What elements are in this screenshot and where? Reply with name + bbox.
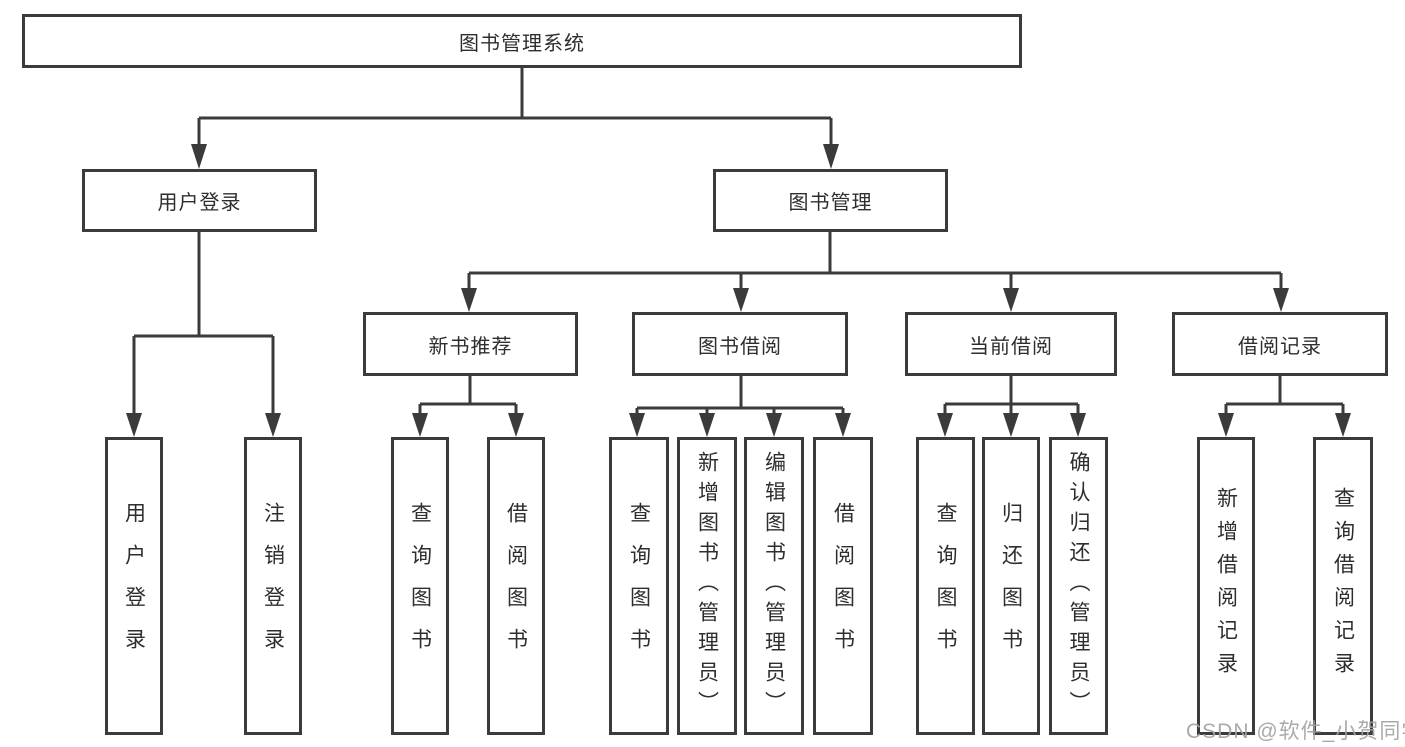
leaf-return-books-label: 归还图书 bbox=[999, 502, 1023, 670]
leaf-query-books-borrowing-label: 查询图书 bbox=[627, 502, 651, 670]
leaf-borrow-books-borrowing: 借阅图书 bbox=[813, 437, 873, 735]
leaf-return-books: 归还图书 bbox=[982, 437, 1040, 735]
node-book-borrowing: 图书借阅 bbox=[632, 312, 848, 376]
node-new-book-recommend: 新书推荐 bbox=[363, 312, 578, 376]
leaf-edit-book-admin: 编辑图书（管理员） bbox=[744, 437, 804, 735]
leaf-add-borrow-record: 新增借阅记录 bbox=[1197, 437, 1255, 735]
node-book-management-label: 图书管理 bbox=[788, 192, 873, 214]
leaf-user-login: 用户登录 bbox=[105, 437, 163, 735]
connector-arrowheads bbox=[126, 144, 1351, 437]
node-user-login: 用户登录 bbox=[82, 169, 317, 232]
leaf-query-books-current: 查询图书 bbox=[916, 437, 975, 735]
node-borrowing-records: 借阅记录 bbox=[1172, 312, 1388, 376]
leaf-confirm-return-admin-label: 确认归还（管理员） bbox=[1067, 451, 1090, 721]
node-current-borrowing-label: 当前借阅 bbox=[969, 335, 1053, 358]
leaf-confirm-return-admin: 确认归还（管理员） bbox=[1049, 437, 1108, 735]
leaf-query-books-borrowing: 查询图书 bbox=[609, 437, 669, 735]
leaf-query-books-recommend: 查询图书 bbox=[391, 437, 449, 735]
leaf-query-books-current-label: 查询图书 bbox=[934, 502, 957, 670]
node-root-label: 图书管理系统 bbox=[459, 32, 585, 55]
leaf-user-login-label: 用户登录 bbox=[122, 502, 146, 670]
leaf-add-borrow-record-label: 新增借阅记录 bbox=[1214, 487, 1238, 685]
leaf-add-book-admin-label: 新增图书（管理员） bbox=[695, 451, 719, 721]
leaf-borrow-books-borrowing-label: 借阅图书 bbox=[831, 502, 855, 670]
node-book-management: 图书管理 bbox=[713, 169, 948, 232]
leaf-logout: 注销登录 bbox=[244, 437, 302, 735]
leaf-borrow-books-recommend: 借阅图书 bbox=[487, 437, 545, 735]
leaf-add-book-admin: 新增图书（管理员） bbox=[677, 437, 737, 735]
node-borrowing-records-label: 借阅记录 bbox=[1238, 335, 1322, 358]
leaf-edit-book-admin-label: 编辑图书（管理员） bbox=[762, 451, 786, 721]
leaf-query-borrow-record-label: 查询借阅记录 bbox=[1331, 487, 1355, 685]
node-new-book-recommend-label: 新书推荐 bbox=[428, 335, 513, 358]
leaf-borrow-books-recommend-label: 借阅图书 bbox=[504, 502, 528, 670]
leaf-query-borrow-record: 查询借阅记录 bbox=[1313, 437, 1373, 735]
node-root: 图书管理系统 bbox=[22, 14, 1022, 68]
node-current-borrowing: 当前借阅 bbox=[905, 312, 1117, 376]
csdn-watermark: CSDN @软件_小贺同学 bbox=[1186, 720, 1405, 743]
leaf-logout-label: 注销登录 bbox=[261, 502, 285, 670]
node-book-borrowing-label: 图书借阅 bbox=[698, 335, 782, 358]
node-user-login-label: 用户登录 bbox=[157, 192, 242, 214]
leaf-query-books-recommend-label: 查询图书 bbox=[408, 502, 432, 670]
